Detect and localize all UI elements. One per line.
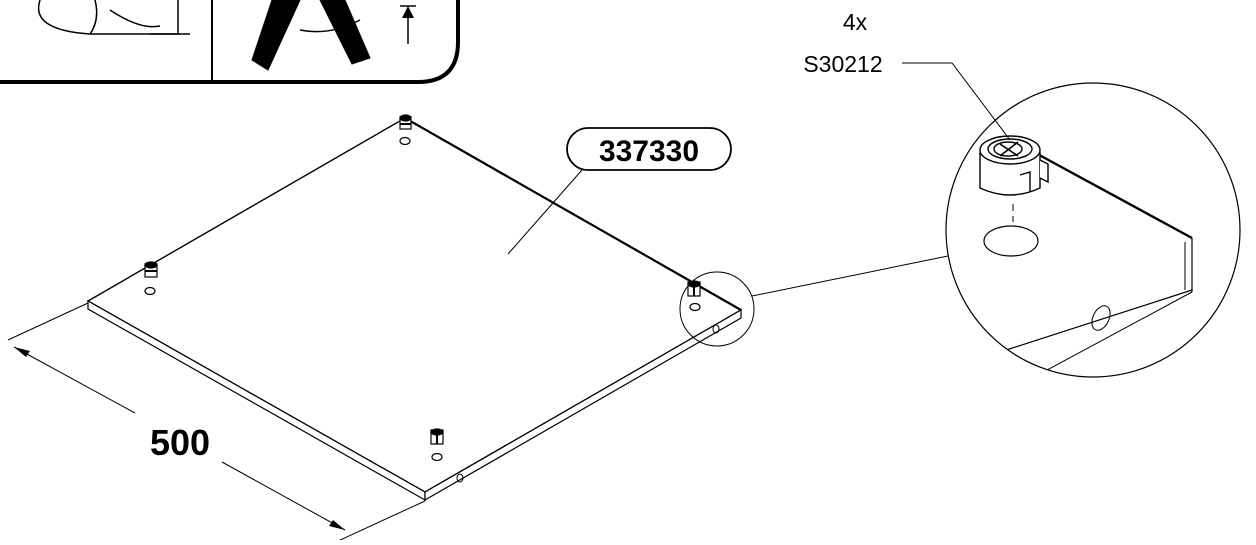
cam-fitting-right <box>687 280 701 312</box>
detail-view <box>945 82 1241 378</box>
cam-fitting-sketch-icon <box>37 0 190 35</box>
part-number-callout: 337330 <box>507 127 732 255</box>
previous-step-box <box>0 0 460 84</box>
fitting-callout: 4x S30212 <box>803 9 1011 141</box>
width-dimension <box>7 302 426 542</box>
shelf-panel <box>86 117 743 502</box>
fitting-quantity-label: 4x <box>843 9 868 35</box>
screwdriver-icon <box>251 0 416 71</box>
cam-fitting-top <box>399 114 412 146</box>
arrow-head-left-icon <box>14 347 30 357</box>
cam-fitting-detail-icon <box>979 135 1049 196</box>
cam-fitting-left <box>144 261 158 296</box>
cam-fitting-bottom <box>430 428 444 462</box>
arrow-head-right-icon <box>329 520 345 530</box>
detail-magnifier <box>679 255 949 347</box>
cam-fittings <box>144 114 701 462</box>
part-number-label: 337330 <box>599 135 699 168</box>
fitting-code-label: S30212 <box>803 51 882 77</box>
width-dimension-label: 500 <box>150 422 210 463</box>
